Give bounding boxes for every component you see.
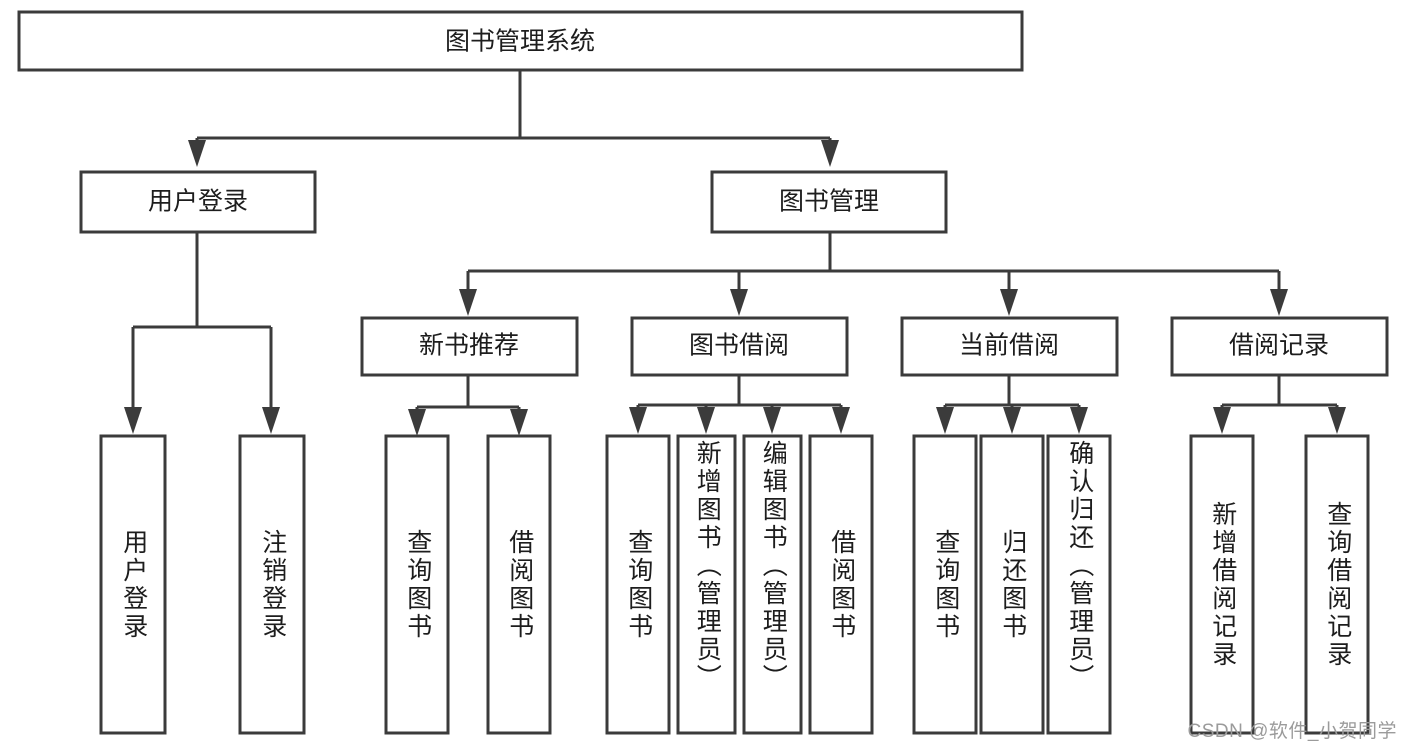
node-leaf-query-book-1-box[interactable]: [384, 434, 450, 735]
node-new-book-recommend[interactable]: 新书推荐: [360, 316, 579, 377]
arrow-to-current-borrow: [1000, 289, 1018, 316]
node-leaf-query-book-3-box[interactable]: [912, 434, 978, 735]
node-book-manage-label: 图书管理: [779, 188, 879, 216]
arrow-to-leaf-logout-login: [262, 407, 280, 434]
node-current-borrow-box[interactable]: [900, 316, 1119, 377]
node-book-borrow-label: 图书借阅: [689, 332, 789, 360]
node-current-borrow[interactable]: 当前借阅: [900, 316, 1119, 377]
node-root-label: 图书管理系统: [445, 28, 595, 56]
node-leaf-return-book-box[interactable]: [979, 434, 1045, 735]
arrow-to-leaf-return-book: [1003, 407, 1021, 434]
arrow-to-leaf-query-record: [1328, 407, 1346, 434]
arrow-to-leaf-borrow-book-1: [510, 409, 528, 436]
node-root[interactable]: 图书管理系统: [17, 10, 1024, 72]
node-leaf-confirm-return-box[interactable]: [1046, 434, 1112, 735]
node-book-borrow-box[interactable]: [630, 316, 849, 377]
node-leaf-add-record-box[interactable]: [1189, 434, 1255, 735]
arrow-to-leaf-user-login: [124, 407, 142, 434]
node-leaf-borrow-book-1-box[interactable]: [486, 434, 552, 735]
node-leaf-add-book-box[interactable]: [676, 434, 737, 735]
node-user-login[interactable]: 用户登录: [79, 170, 317, 234]
node-borrow-record[interactable]: 借阅记录: [1170, 316, 1389, 377]
node-new-book-recommend-label: 新书推荐: [419, 332, 519, 360]
arrow-to-leaf-query-book-1: [408, 409, 426, 436]
edges-layer: [124, 70, 1346, 436]
arrow-to-leaf-confirm-return: [1070, 407, 1088, 434]
arrow-to-borrow-record: [1270, 289, 1288, 316]
node-book-manage-box[interactable]: [710, 170, 948, 234]
node-current-borrow-label: 当前借阅: [959, 332, 1059, 360]
node-leaf-borrow-book-2-box[interactable]: [808, 434, 874, 735]
node-leaf-logout-login-box[interactable]: [238, 434, 306, 735]
node-book-borrow[interactable]: 图书借阅: [630, 316, 849, 377]
node-borrow-record-box[interactable]: [1170, 316, 1389, 377]
node-user-login-box[interactable]: [79, 170, 317, 234]
arrow-to-leaf-edit-book: [763, 407, 781, 434]
arrow-to-leaf-add-record: [1213, 407, 1231, 434]
node-user-login-label: 用户登录: [148, 188, 248, 216]
arrow-to-book-manage: [821, 140, 839, 167]
arrow-to-leaf-query-book-2: [629, 407, 647, 434]
node-book-manage[interactable]: 图书管理: [710, 170, 948, 234]
csdn-watermark: CSDN @软件_小贺同学: [1187, 721, 1397, 742]
arrow-to-leaf-borrow-book-2: [832, 407, 850, 434]
node-leaf-user-login-box[interactable]: [99, 434, 167, 735]
arrow-to-book-borrow: [730, 289, 748, 316]
node-leaf-query-record-box[interactable]: [1304, 434, 1370, 735]
node-root-box[interactable]: [17, 10, 1024, 72]
nodes-layer: 图书管理系统 用户登录 图书管理 新书推荐 图书借阅 当前: [17, 10, 1389, 735]
arrow-to-new-book-recommend: [459, 289, 477, 316]
node-borrow-record-label: 借阅记录: [1229, 332, 1329, 360]
node-leaf-edit-book-box[interactable]: [742, 434, 803, 735]
node-new-book-recommend-box[interactable]: [360, 316, 579, 377]
node-leaf-query-book-2-box[interactable]: [605, 434, 671, 735]
arrow-to-user-login: [188, 140, 206, 167]
arrow-to-leaf-query-book-3: [936, 407, 954, 434]
arrow-to-leaf-add-book: [697, 407, 715, 434]
